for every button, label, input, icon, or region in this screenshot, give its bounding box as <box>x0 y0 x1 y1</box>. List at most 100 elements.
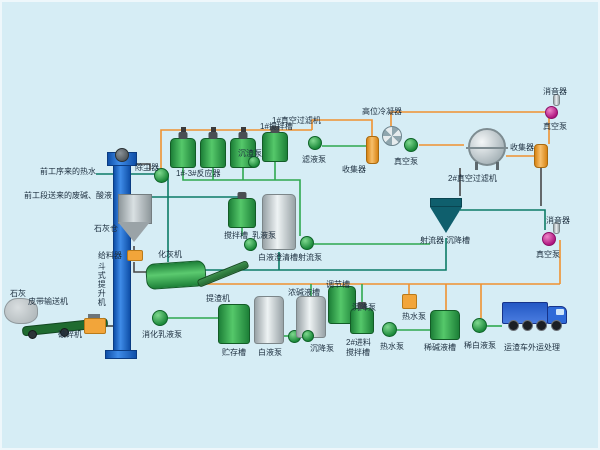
hot-water-device-icon <box>402 294 417 309</box>
condenser-icon <box>382 126 402 146</box>
agitator-motor-icon <box>237 192 247 199</box>
truck-window <box>556 309 564 315</box>
label-settling-tank: 沉降槽 <box>446 236 470 245</box>
vacuum-pump-2-icon <box>545 106 558 119</box>
pipe-segment <box>390 111 550 144</box>
label-reactors-1-3: 1#-3#反应器 <box>176 169 221 178</box>
vacuum-pump-3-icon <box>542 232 556 246</box>
label-crusher: 破碎机 <box>58 330 82 339</box>
elevator-foot-icon <box>105 350 137 359</box>
sediment-pump-icon <box>248 156 260 168</box>
crusher-body <box>84 318 106 334</box>
slaker-drum <box>145 259 207 291</box>
emulsion-pump-icon <box>244 238 257 251</box>
label-muffler-1: 消音器 <box>543 87 567 96</box>
feeder-icon <box>127 250 143 261</box>
label-digestion-emulsion-pump: 消化乳液泵 <box>142 330 182 339</box>
reactor-2-icon <box>200 132 226 168</box>
label-vacuum-pump-2: 真空泵 <box>543 122 567 131</box>
label-bucket-elevator: 斗式提升机 <box>97 262 107 307</box>
rotary-filter-icon <box>466 128 508 170</box>
vacuum-pump-1-icon <box>404 138 418 152</box>
agitator-motor-icon <box>357 302 367 309</box>
storage-tank-icon <box>218 304 250 344</box>
truck-wheel-icon <box>551 320 562 331</box>
label-hot-water-inlet: 前工序来的热水 <box>40 167 96 176</box>
label-white-liquor-clarifier: 白液澄清槽 <box>258 253 298 262</box>
lime-silo-icon <box>118 194 152 246</box>
pipe-segment <box>311 119 373 136</box>
label-sediment-pump: 沉渣泵 <box>238 149 262 158</box>
label-vacuum-filter-1: 1#真空过滤机 <box>272 116 321 125</box>
filter-leg <box>496 162 499 170</box>
clarifier-tank-icon <box>262 194 296 250</box>
agitator-motor-icon <box>208 132 218 139</box>
label-storage-tank: 贮存槽 <box>222 348 246 357</box>
jet-settler-icon <box>430 198 462 234</box>
elevator-pulley-icon <box>115 148 129 162</box>
jet-pump-icon <box>300 236 314 250</box>
label-belt-conveyor: 皮带输送机 <box>28 297 68 306</box>
label-conc-alkali-tank: 浓碱液槽 <box>288 288 320 297</box>
settling-pump-1-icon <box>302 330 314 342</box>
pipe-segment <box>160 129 312 168</box>
valve-icon <box>211 127 216 132</box>
label-settling-pump-2: 沉降泵 <box>352 303 376 312</box>
digestion-pump-icon <box>152 310 168 326</box>
label-filtrate-pump: 滤液泵 <box>302 155 326 164</box>
label-mixing-tank-1: 1#搅拌槽 <box>260 122 293 131</box>
filter-leg <box>475 162 478 170</box>
collector-1-icon <box>366 136 379 164</box>
pipe-segment <box>182 168 301 236</box>
pipe-segment <box>133 262 148 273</box>
mixing-tank-1-icon <box>262 126 288 162</box>
valve-icon <box>181 127 186 132</box>
dilute-white-pump-icon <box>472 318 487 333</box>
muffler-2-icon <box>553 222 560 234</box>
label-slag-truck: 运渣车外运处理 <box>504 343 560 352</box>
silo-cone <box>118 222 150 242</box>
pipe-segment <box>140 196 243 202</box>
label-white-liquor-pump: 白液泵 <box>258 348 282 357</box>
lime-pile-icon <box>4 298 38 324</box>
truck-wheel-icon <box>536 320 547 331</box>
label-mixing-tank-2: 搅拌槽 <box>224 231 248 240</box>
label-hot-water-device: 热水泵 <box>402 312 426 321</box>
label-feed-2-line-2: 搅拌槽 <box>346 348 370 357</box>
label-dilute-alkali-tank: 稀碱液槽 <box>424 343 456 352</box>
crusher-icon <box>84 314 106 334</box>
agitator-motor-icon <box>238 132 248 139</box>
label-vacuum-pump-3: 真空泵 <box>536 250 560 259</box>
label-lime: 石灰 <box>10 289 26 298</box>
pipe-segment <box>205 238 447 271</box>
agitator-motor-icon <box>270 126 280 133</box>
conveyor-wheel-icon <box>28 330 37 339</box>
settler-cone <box>430 207 462 233</box>
label-slag-extractor: 提渣机 <box>206 294 230 303</box>
label-lime-slaker: 化灰机 <box>158 250 182 259</box>
crusher-hopper <box>88 314 100 319</box>
hot-water-pump-icon <box>382 322 397 337</box>
label-emulsion-pump: 乳液泵 <box>252 231 276 240</box>
filtrate-pump-icon <box>308 136 322 150</box>
label-vacuum-filter-2: 2#真空过滤机 <box>448 174 497 183</box>
pipe-segment <box>132 163 151 170</box>
label-regulating-tank: 调节槽 <box>326 280 350 289</box>
label-dust-collector: 除尘器 <box>135 163 159 172</box>
dilute-alkali-tank-icon <box>430 310 460 340</box>
filter-drum <box>466 128 508 166</box>
conveyor-wheel-icon <box>60 328 69 337</box>
label-dilute-white-liquor-pump: 稀白液泵 <box>464 341 496 350</box>
label-muffler-2: 消音器 <box>546 216 570 225</box>
pipes-dark <box>104 163 542 327</box>
label-collector-1: 收集器 <box>342 165 366 174</box>
pipe-segment <box>460 209 546 230</box>
lime-slaker-icon <box>145 259 207 291</box>
agitator-motor-icon <box>178 132 188 139</box>
label-high-level-condenser: 高位冷凝器 <box>362 107 402 116</box>
white-liquor-tank-icon <box>254 296 284 344</box>
label-feed-2-line-1: 2#进料 <box>346 338 371 347</box>
dust-collector-icon <box>154 168 169 183</box>
